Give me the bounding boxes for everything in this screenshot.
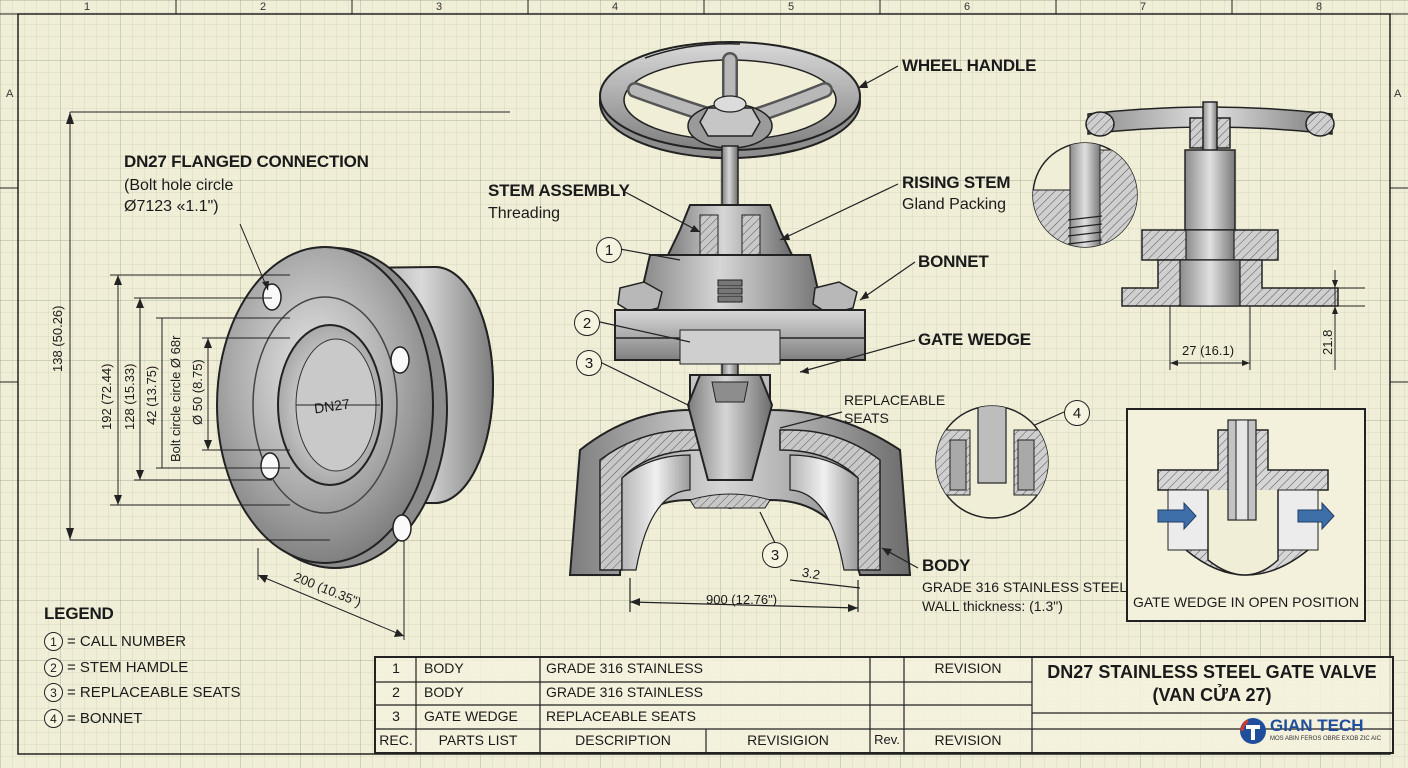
- footer-parts-list: PARTS LIST: [438, 732, 518, 748]
- legend-num-3: 3: [44, 683, 63, 702]
- row3-desc: REPLACEABLE SEATS: [546, 708, 696, 724]
- callout-4: 4: [1064, 400, 1090, 426]
- legend-item-3: 3= REPLACEABLE SEATS: [44, 683, 241, 702]
- zone-8: 8: [1316, 1, 1323, 13]
- legend-item-2: 2= STEM HAMDLE: [44, 658, 188, 677]
- row3-no: 3: [392, 708, 400, 724]
- company-tagline: MOS ABIN FEROS OBRE EXOB ZIC AIC: [1270, 736, 1382, 742]
- gate-valve-cutaway: [568, 41, 912, 576]
- title-block: 1 BODY GRADE 316 STAINLESS REVISION 2 BO…: [374, 656, 1394, 754]
- dim-3-2: 3.2: [800, 564, 822, 583]
- legend-text-3: = REPLACEABLE SEATS: [67, 684, 241, 701]
- footer-rec: REC.: [379, 732, 413, 748]
- zone-a-right: A: [1394, 88, 1402, 100]
- label-gate-wedge: GATE WEDGE: [918, 330, 1031, 349]
- callout-1: 1: [596, 237, 622, 263]
- zone-7: 7: [1140, 1, 1147, 13]
- legend-num-2: 2: [44, 658, 63, 677]
- open-position-panel: GATE WEDGE IN OPEN POSITION: [1126, 408, 1366, 622]
- label-wheel-handle: WHEEL HANDLE: [902, 56, 1037, 75]
- dim-21-8: 21.8: [1320, 329, 1335, 355]
- legend-text-4: = BONNET: [67, 710, 143, 727]
- row2-part: BODY: [424, 684, 464, 700]
- row2-no: 2: [392, 684, 400, 700]
- label-replaceable: REPLACEABLE: [844, 392, 946, 408]
- zone-1: 1: [84, 1, 91, 13]
- legend-text-2: = STEM HAMDLE: [67, 659, 189, 676]
- label-gland-packing: Gland Packing: [902, 196, 1007, 213]
- callout-3-upper: 3: [576, 350, 602, 376]
- footer-revisigion: REVISIGION: [747, 732, 829, 748]
- drawing-subtitle: (VAN CỬA 27): [1152, 685, 1272, 705]
- flange-title: DN27 FLANGED CONNECTION: [124, 152, 369, 171]
- seat-detail-circle: [935, 405, 1049, 519]
- legend-num-4: 4: [44, 709, 63, 728]
- legend-item-4: 4= BONNET: [44, 709, 142, 728]
- title-block-grid: [376, 658, 1392, 752]
- stem-detail-section: [1032, 101, 1365, 370]
- dim-27: 27 (16.1): [1182, 343, 1235, 358]
- footer-revision: REVISION: [934, 732, 1002, 748]
- legend-text-1: = CALL NUMBER: [67, 633, 187, 650]
- label-rising-stem: RISING STEM: [902, 173, 1011, 192]
- label-stem-assembly: STEM ASSEMBLY: [488, 181, 630, 200]
- flange-drawing: [66, 111, 510, 640]
- zone-6: 6: [964, 1, 971, 13]
- footer-description: DESCRIPTION: [575, 732, 671, 748]
- row1-no: 1: [392, 660, 400, 676]
- gian-tech-logo-icon: [1240, 718, 1266, 744]
- flange-note-1: (Bolt hole circle: [124, 177, 234, 194]
- label-body-grade: GRADE 316 STAINLESS STEEL: [922, 579, 1128, 595]
- legend-title: LEGEND: [44, 604, 114, 623]
- row3-part: GATE WEDGE: [424, 708, 518, 724]
- label-seats: SEATS: [844, 410, 889, 426]
- zone-a-left: A: [6, 88, 14, 100]
- row1-part: BODY: [424, 660, 464, 676]
- zone-2: 2: [260, 1, 267, 13]
- label-threading: Threading: [488, 205, 561, 222]
- flange-note-2: Ø7123 «1.1"): [124, 198, 219, 215]
- zone-4: 4: [612, 1, 619, 13]
- open-position-caption: GATE WEDGE IN OPEN POSITION: [1132, 594, 1360, 610]
- company-name: GIAN TECH: [1270, 716, 1364, 735]
- label-bonnet: BONNET: [918, 252, 989, 271]
- legend-num-1: 1: [44, 632, 63, 651]
- open-position-diagram: [1157, 419, 1335, 576]
- footer-rev: Rev.: [874, 732, 900, 747]
- valve-leader-lines: [599, 65, 1065, 612]
- legend-item-1: 1= CALL NUMBER: [44, 632, 186, 651]
- callout-3-lower: 3: [762, 542, 788, 568]
- revision-top: REVISION: [934, 660, 1002, 676]
- callout-2: 2: [574, 310, 600, 336]
- row2-desc: GRADE 316 STAINLESS: [546, 684, 703, 700]
- zone-3: 3: [436, 1, 443, 13]
- zone-5: 5: [788, 1, 795, 13]
- label-body: BODY: [922, 556, 971, 575]
- dim-900: 900 (12.76"): [706, 592, 778, 607]
- drawing-title: DN27 STAINLESS STEEL GATE VALVE: [1047, 662, 1377, 682]
- row1-desc: GRADE 316 STAINLESS: [546, 660, 703, 676]
- label-body-wall: WALL thickness: (1.3"): [922, 598, 1063, 614]
